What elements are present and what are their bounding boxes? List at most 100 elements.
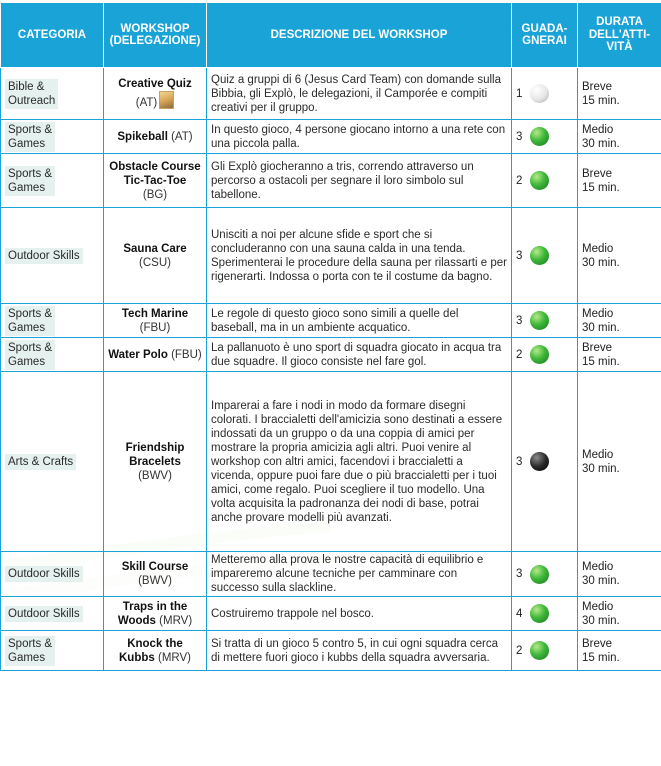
category-label: Outdoor Skills: [5, 566, 83, 582]
black-ball-icon: [530, 452, 550, 471]
workshop-delegation: (BG): [142, 188, 168, 201]
workshop-title-line2: Kubbs: [119, 651, 155, 664]
workshop-title: Obstacle Course: [109, 160, 201, 173]
duration-label: Medio: [582, 123, 614, 136]
earn-count: 4: [516, 607, 523, 620]
earn-cell: 4: [511, 596, 578, 631]
duration-label: Medio: [582, 561, 614, 573]
category-cell: Sports &Games: [0, 337, 104, 372]
workshop-title: Skill Course: [121, 561, 189, 573]
earn-count: 3: [516, 314, 523, 327]
earn-cell: 3: [511, 303, 578, 338]
workshop-title: Creative Quiz: [118, 78, 192, 90]
workshop-delegation: (MRV): [157, 651, 191, 664]
duration-label: Breve: [582, 341, 613, 354]
category-cell: Arts & Crafts: [0, 371, 104, 552]
duration-minutes: 30 min.: [582, 575, 620, 587]
green-ball-icon: [530, 246, 550, 265]
earn-cell: 3: [511, 207, 578, 304]
duration-label: Breve: [582, 167, 613, 180]
workshop-title: Water Polo: [108, 348, 168, 361]
duration-minutes: 30 min.: [582, 321, 620, 334]
description-cell: Le regole di questo gioco sono simili a …: [206, 303, 512, 338]
header-descrizione: DESCRIZIONE DEL WORKSHOP: [206, 2, 512, 68]
workshop-cell: Spikeball (AT): [103, 119, 207, 154]
green-ball-icon: [530, 604, 550, 623]
duration-minutes: 15 min.: [582, 651, 620, 664]
workshop-title: Tech Marine: [121, 307, 189, 320]
green-ball-icon: [530, 311, 550, 330]
duration-minutes: 15 min.: [582, 181, 620, 194]
duration-minutes: 30 min.: [582, 614, 620, 627]
workshop-cell: Creative Quiz(AT): [103, 67, 207, 120]
description-cell: Metteremo alla prova le nostre capacità …: [206, 551, 512, 597]
duration-minutes: 15 min.: [582, 355, 620, 368]
category-cell: Bible &Outreach: [0, 67, 104, 120]
duration-minutes: 30 min.: [582, 137, 620, 150]
workshop-title-line2: Woods: [117, 614, 156, 627]
category-cell: Sports &Games: [0, 630, 104, 671]
category-label: Sports &Games: [5, 121, 56, 152]
workshop-delegation: (FBU): [171, 348, 202, 361]
duration-label: Medio: [582, 242, 614, 255]
workshop-cell: Water Polo (FBU): [103, 337, 207, 372]
green-ball-icon: [530, 345, 550, 364]
workshop-delegation: (CSU): [139, 256, 171, 269]
earn-count: 2: [516, 174, 523, 187]
earn-count: 2: [516, 348, 523, 361]
workshop-title: Knock the: [127, 637, 183, 650]
category-cell: Outdoor Skills: [0, 596, 104, 631]
duration-label: Medio: [582, 448, 614, 461]
header-workshop: WORKSHOP(DELEGAZIONE): [103, 2, 207, 68]
earn-count: 3: [516, 568, 523, 580]
category-label: Sports &Games: [5, 339, 56, 370]
workshop-delegation: (AT): [171, 130, 193, 143]
header-categoria: CATEGORIA: [0, 2, 104, 68]
description-cell: Gli Explò giocheranno a tris, correndo a…: [206, 153, 512, 208]
duration-label: Breve: [582, 80, 613, 93]
earn-cell: 3: [511, 551, 578, 597]
workshop-cell: Tech Marine(FBU): [103, 303, 207, 338]
description-cell: Si tratta di un gioco 5 contro 5, in cui…: [206, 630, 512, 671]
table-header-row: CATEGORIA WORKSHOP(DELEGAZIONE) DESCRIZI…: [0, 2, 661, 68]
duration-minutes: 15 min.: [582, 94, 620, 107]
earn-count: 3: [516, 130, 523, 143]
workshop-title: Friendship: [125, 441, 185, 454]
jesus-card-icon: [159, 91, 175, 109]
earn-cell: 3: [511, 371, 578, 552]
category-label: Outdoor Skills: [5, 605, 83, 622]
white-ball-icon: [530, 84, 550, 103]
workshop-table: CATEGORIA WORKSHOP(DELEGAZIONE) DESCRIZI…: [0, 2, 661, 671]
category-label: Sports &Games: [5, 305, 56, 336]
workshop-title: Sauna Care: [123, 242, 187, 255]
earn-cell: 2: [511, 337, 578, 372]
duration-label: Medio: [582, 600, 614, 613]
earn-count: 3: [516, 455, 523, 468]
earn-count: 2: [516, 644, 523, 657]
duration-cell: Medio 30 min.: [577, 551, 661, 597]
duration-label: Breve: [582, 637, 613, 650]
workshop-delegation: (MRV): [159, 614, 193, 627]
category-cell: Outdoor Skills: [0, 207, 104, 304]
description-cell: Unisciti a noi per alcune sfide e sport …: [206, 207, 512, 304]
green-ball-icon: [530, 564, 550, 584]
earn-count: 3: [516, 249, 523, 262]
category-label: Bible &Outreach: [5, 78, 59, 109]
